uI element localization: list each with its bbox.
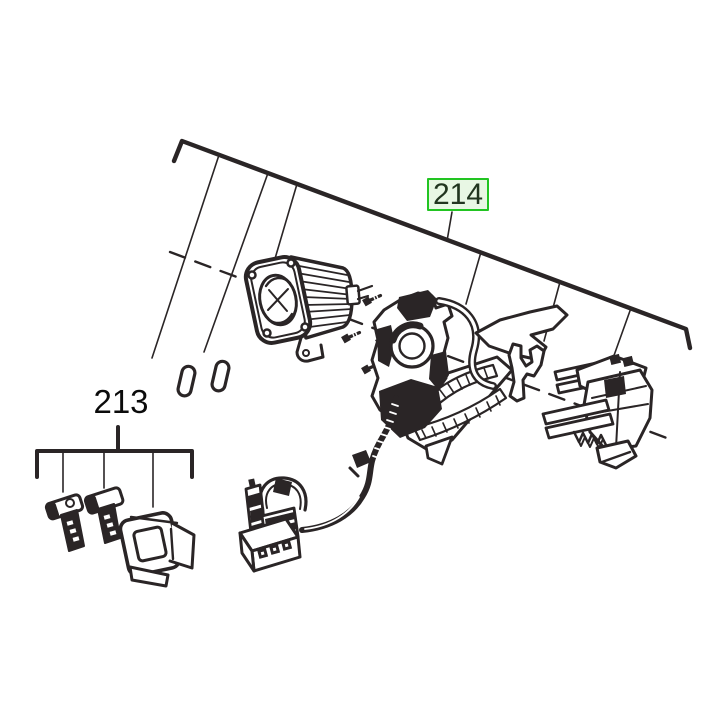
button-small-left xyxy=(44,493,85,552)
motor-stator xyxy=(243,255,374,363)
leader-lines-213 xyxy=(62,452,154,508)
battery-terminal-block xyxy=(238,476,308,573)
button-small-right xyxy=(83,486,125,544)
wire-harness xyxy=(299,395,399,533)
selector-housing xyxy=(118,511,196,588)
bracket-213 xyxy=(35,425,194,479)
callout-214[interactable]: 214 xyxy=(427,178,489,211)
isolation-pin-1 xyxy=(176,364,197,398)
isolation-pin-2 xyxy=(210,359,231,393)
shift-fork xyxy=(507,342,546,403)
bracket-214 xyxy=(171,138,693,351)
callout-213[interactable]: 213 xyxy=(93,383,149,420)
electronics-module xyxy=(370,290,569,466)
switch-mechanism xyxy=(541,353,654,470)
